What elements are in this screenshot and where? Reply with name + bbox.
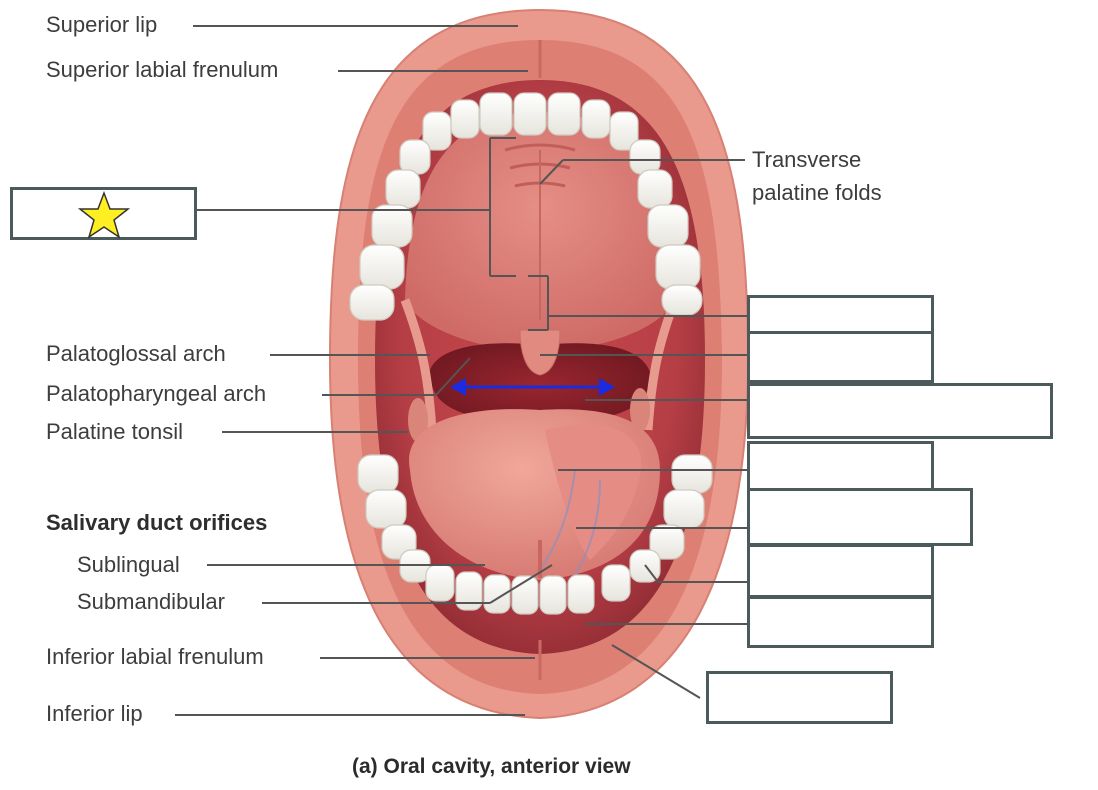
sublingual-veins <box>539 469 601 576</box>
answer-box-tongue[interactable] <box>747 441 934 491</box>
answer-box-lingual-frenulum[interactable] <box>747 488 973 546</box>
label-inferior-lip: Inferior lip <box>46 701 143 726</box>
label-inferior-labial-frenulum: Inferior labial frenulum <box>46 644 264 669</box>
label-superior-labial-frenulum: Superior labial frenulum <box>46 57 279 82</box>
label-transverse-palatine-folds-line1: Transverse <box>752 147 862 172</box>
answer-box-fauces[interactable] <box>747 383 1053 439</box>
answer-box-vestibule[interactable] <box>706 671 893 724</box>
double-arrow-icon <box>450 378 615 396</box>
label-salivary-duct-orifices: Salivary duct orifices <box>46 510 268 535</box>
label-palatopharyngeal-arch: Palatopharyngeal arch <box>46 381 267 406</box>
leader-lines <box>175 25 748 716</box>
figure-caption: (a) Oral cavity, anterior view <box>352 755 631 778</box>
palatine-tonsil-left <box>408 398 428 442</box>
label-palatoglossal-arch: Palatoglossal arch <box>46 341 226 366</box>
answer-box-star[interactable] <box>10 187 197 240</box>
lower-teeth <box>357 454 713 615</box>
tongue-tip <box>545 424 642 560</box>
answer-box-soft-palate[interactable] <box>747 295 934 335</box>
answer-box-molar[interactable] <box>747 544 934 598</box>
answer-box-uvula[interactable] <box>747 331 934 383</box>
label-submandibular: Submandibular <box>77 589 225 614</box>
star-icon <box>78 191 130 239</box>
upper-teeth <box>349 92 703 321</box>
label-transverse-palatine-folds-line2: palatine folds <box>752 180 882 205</box>
label-superior-lip: Superior lip <box>46 12 158 37</box>
uvula <box>519 329 561 376</box>
oropharynx <box>430 343 650 425</box>
answer-box-gingiva[interactable] <box>747 596 934 648</box>
palatoglossal-arch-left <box>400 298 437 431</box>
label-sublingual: Sublingual <box>77 552 180 577</box>
label-palatine-tonsil: Palatine tonsil <box>46 419 183 444</box>
